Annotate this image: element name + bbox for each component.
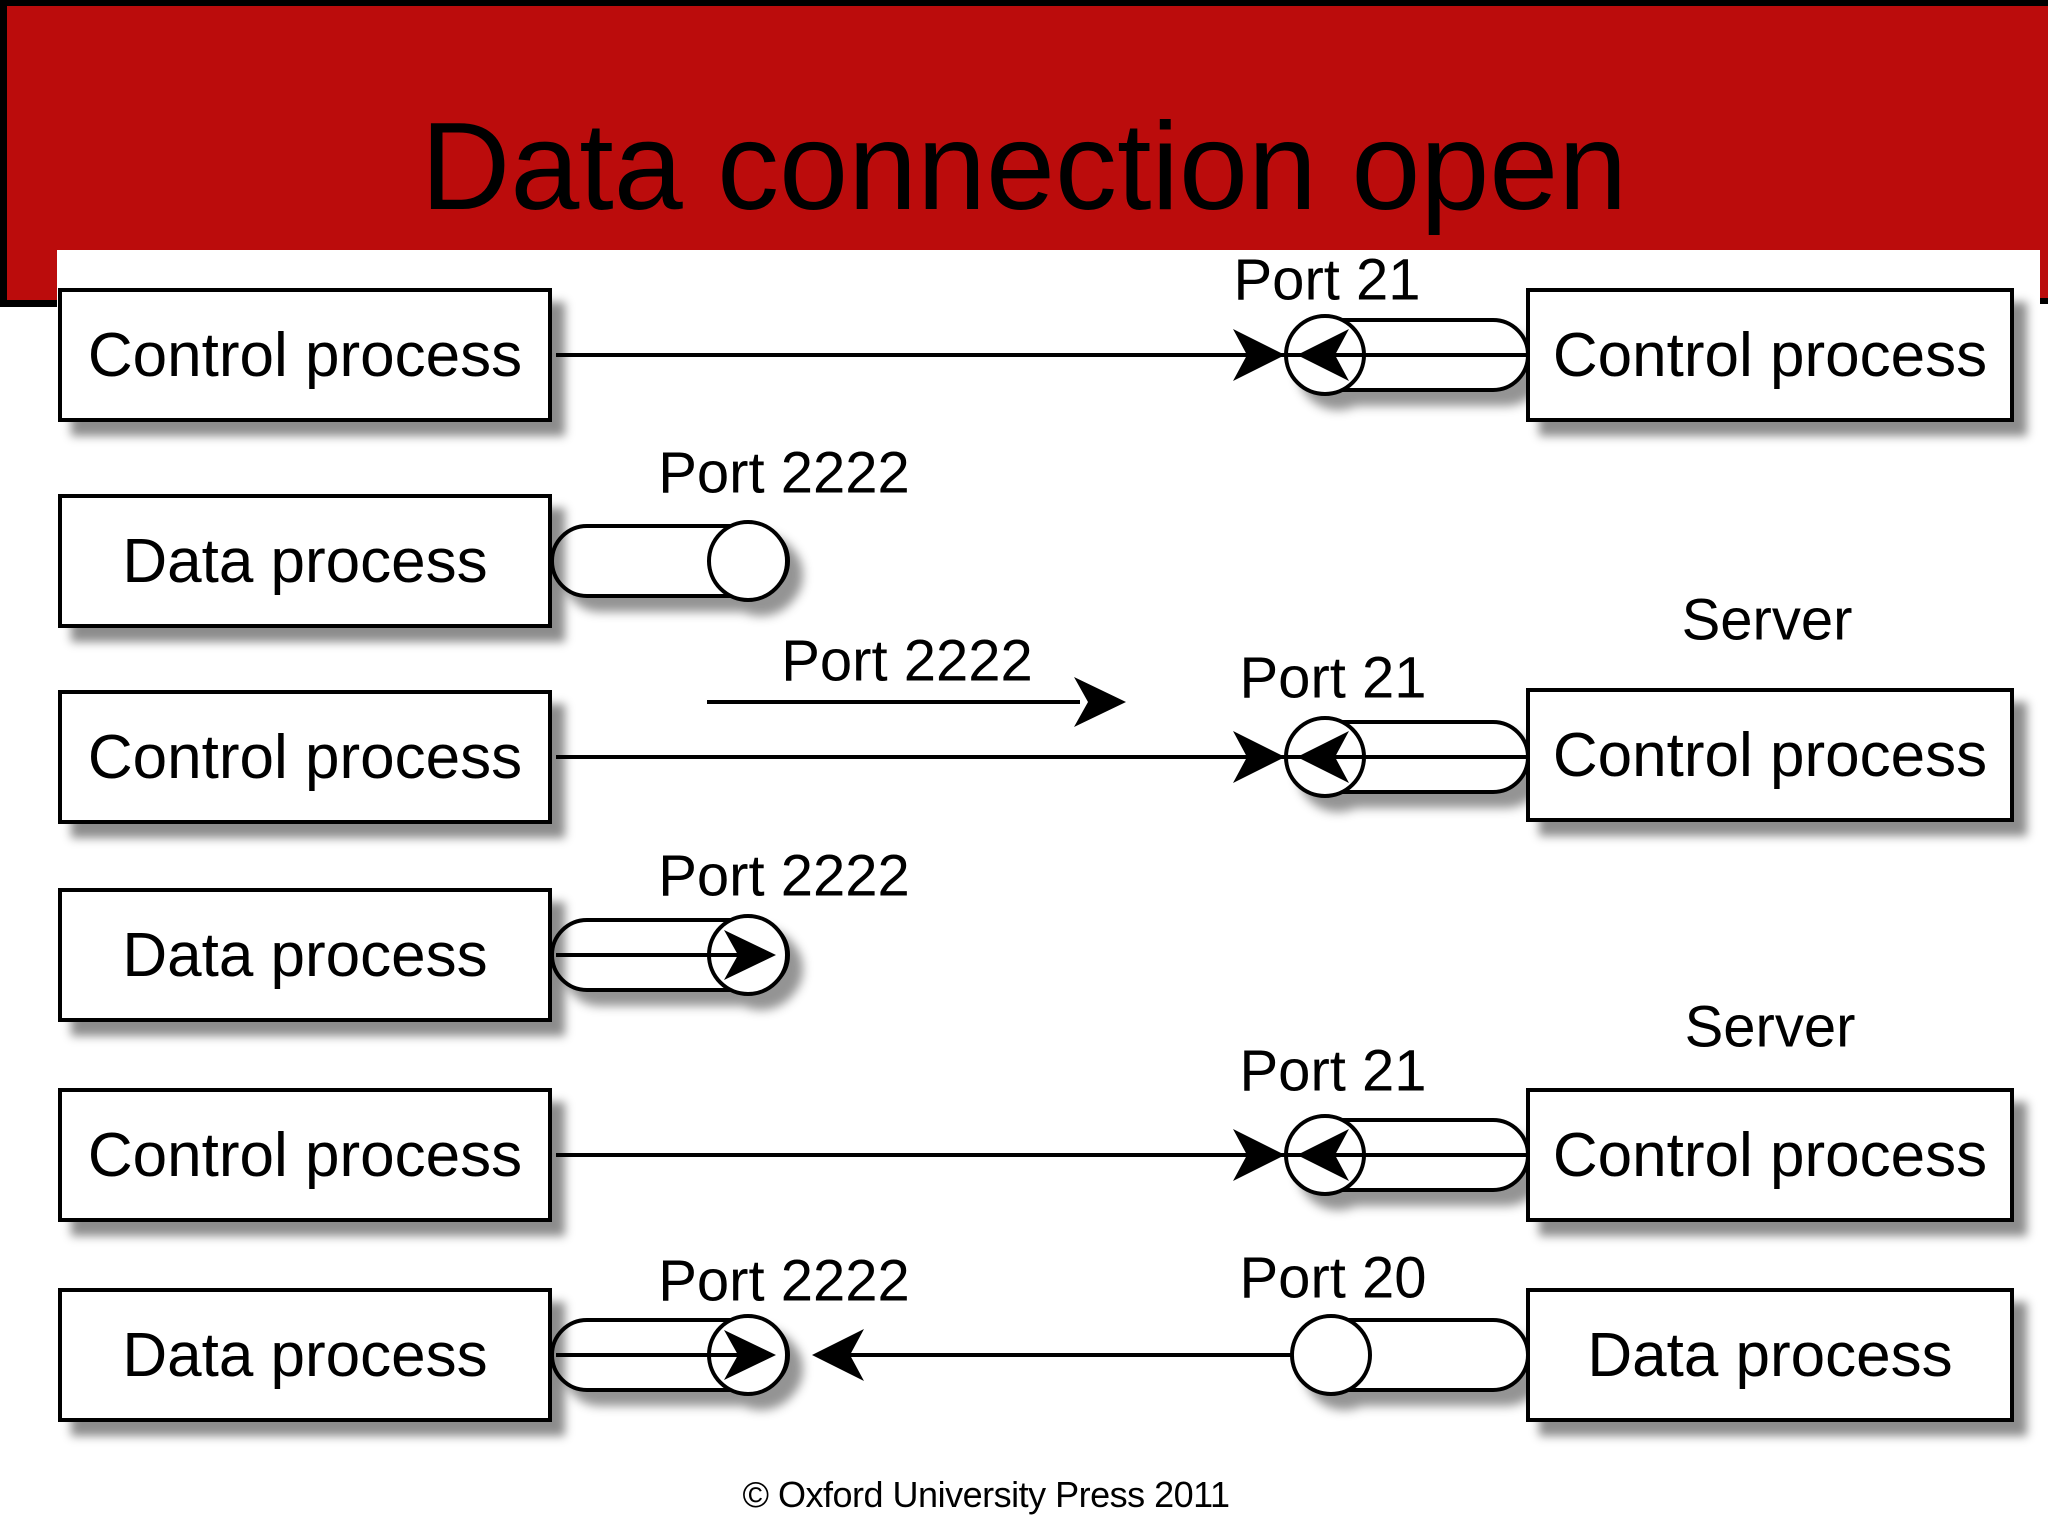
- row3-arrowhead-left-icon: [1297, 731, 1349, 783]
- row3-arrowhead-right-icon: [1233, 731, 1285, 783]
- banner-left-tab: [0, 250, 57, 307]
- row3-announcement-arrowhead-icon: [1074, 677, 1126, 727]
- port-label-row4-port2222: Port 2222: [658, 843, 910, 909]
- server-data-process-box: Data process: [1526, 1288, 2014, 1422]
- client-data-process-box-3: Data process: [58, 1288, 552, 1422]
- client-data-process-box-2: Data process: [58, 888, 552, 1022]
- row6-arrowhead-left-icon: [812, 1329, 864, 1381]
- box-label: Control process: [87, 320, 523, 390]
- server-control-process-box-3: Control process: [1526, 1088, 2014, 1222]
- client-control-process-box-2: Control process: [58, 690, 552, 824]
- client-control-process-box-3: Control process: [58, 1088, 552, 1222]
- row1-arrowhead-right-icon: [1233, 329, 1285, 381]
- server-label-1: Server: [1681, 587, 1853, 653]
- row1-arrowhead-left-icon: [1297, 329, 1349, 381]
- box-label: Data process: [122, 526, 488, 596]
- box-label: Control process: [1552, 1120, 1988, 1190]
- port-label-row3-port2222: Port 2222: [781, 628, 1033, 694]
- title-banner: [0, 0, 2048, 250]
- row5-arrowhead-right-icon: [1233, 1129, 1285, 1181]
- port-label-row6-port2222: Port 2222: [658, 1248, 910, 1314]
- box-label: Data process: [122, 920, 488, 990]
- box-label: Control process: [1552, 320, 1988, 390]
- row6-port20-socket: [1290, 1314, 1530, 1396]
- port-label-row3-port21: Port 21: [1239, 645, 1427, 711]
- port-label-row1-port21: Port 21: [1233, 247, 1421, 313]
- banner-right-tab: [2040, 250, 2048, 304]
- box-label: Data process: [122, 1320, 488, 1390]
- row4-arrowhead-right-icon: [724, 930, 776, 980]
- footer-credit: © Oxford University Press 2011: [742, 1474, 1230, 1515]
- client-control-process-box-1: Control process: [58, 288, 552, 422]
- row5-arrowhead-left-icon: [1297, 1129, 1349, 1181]
- server-control-process-box-2: Control process: [1526, 688, 2014, 822]
- client-data-process-box-1: Data process: [58, 494, 552, 628]
- row2-port2222-socket: [550, 520, 790, 602]
- box-label: Control process: [87, 722, 523, 792]
- slide-title: Data connection open: [420, 98, 1628, 236]
- box-label: Data process: [1587, 1320, 1953, 1390]
- box-label: Control process: [1552, 720, 1988, 790]
- port-label-row5-port21: Port 21: [1239, 1038, 1427, 1104]
- port-label-row2-port2222: Port 2222: [658, 440, 910, 506]
- port-label-row6-port20: Port 20: [1239, 1245, 1427, 1311]
- row6-arrowhead-right-icon: [724, 1330, 776, 1380]
- server-control-process-box-1: Control process: [1526, 288, 2014, 422]
- box-label: Control process: [87, 1120, 523, 1190]
- server-label-2: Server: [1684, 994, 1856, 1060]
